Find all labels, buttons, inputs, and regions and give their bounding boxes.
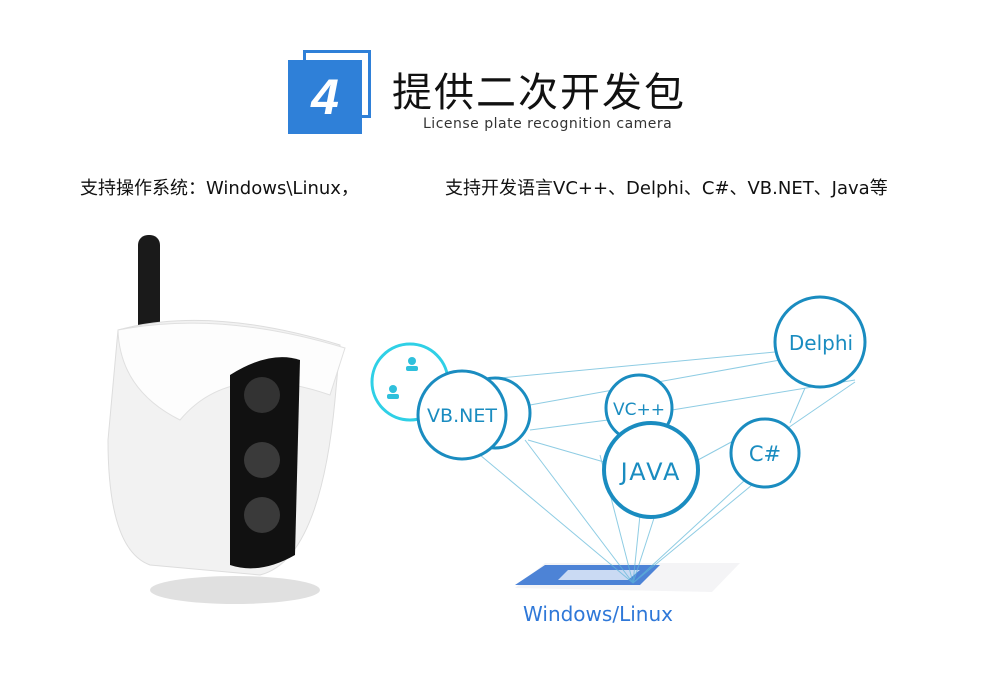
section-number-badge: 4 [288,60,362,134]
node-label: JAVA [619,458,682,486]
node-java [602,421,700,519]
section-subtitle: License plate recognition camera [423,116,673,132]
language-support-text: 支持开发语言VC++、Delphi、C#、VB.NET、Java等 [445,178,888,199]
node-vbnet [416,369,508,461]
os-support-text: 支持操作系统：Windows\Linux， [80,178,359,199]
node-label: Delphi [789,331,853,355]
user-icon [387,357,418,399]
section-title: 提供二次开发包 [392,70,686,116]
platform-graphic [515,563,740,592]
node-label: VB.NET [427,405,497,427]
node-csharp [729,417,801,489]
node-delphi [773,295,867,389]
node-label: C# [749,442,781,466]
platform-label: Windows/Linux [523,602,673,626]
node-label: VC++ [613,400,665,420]
camera-image [107,235,346,604]
antenna [138,235,160,335]
